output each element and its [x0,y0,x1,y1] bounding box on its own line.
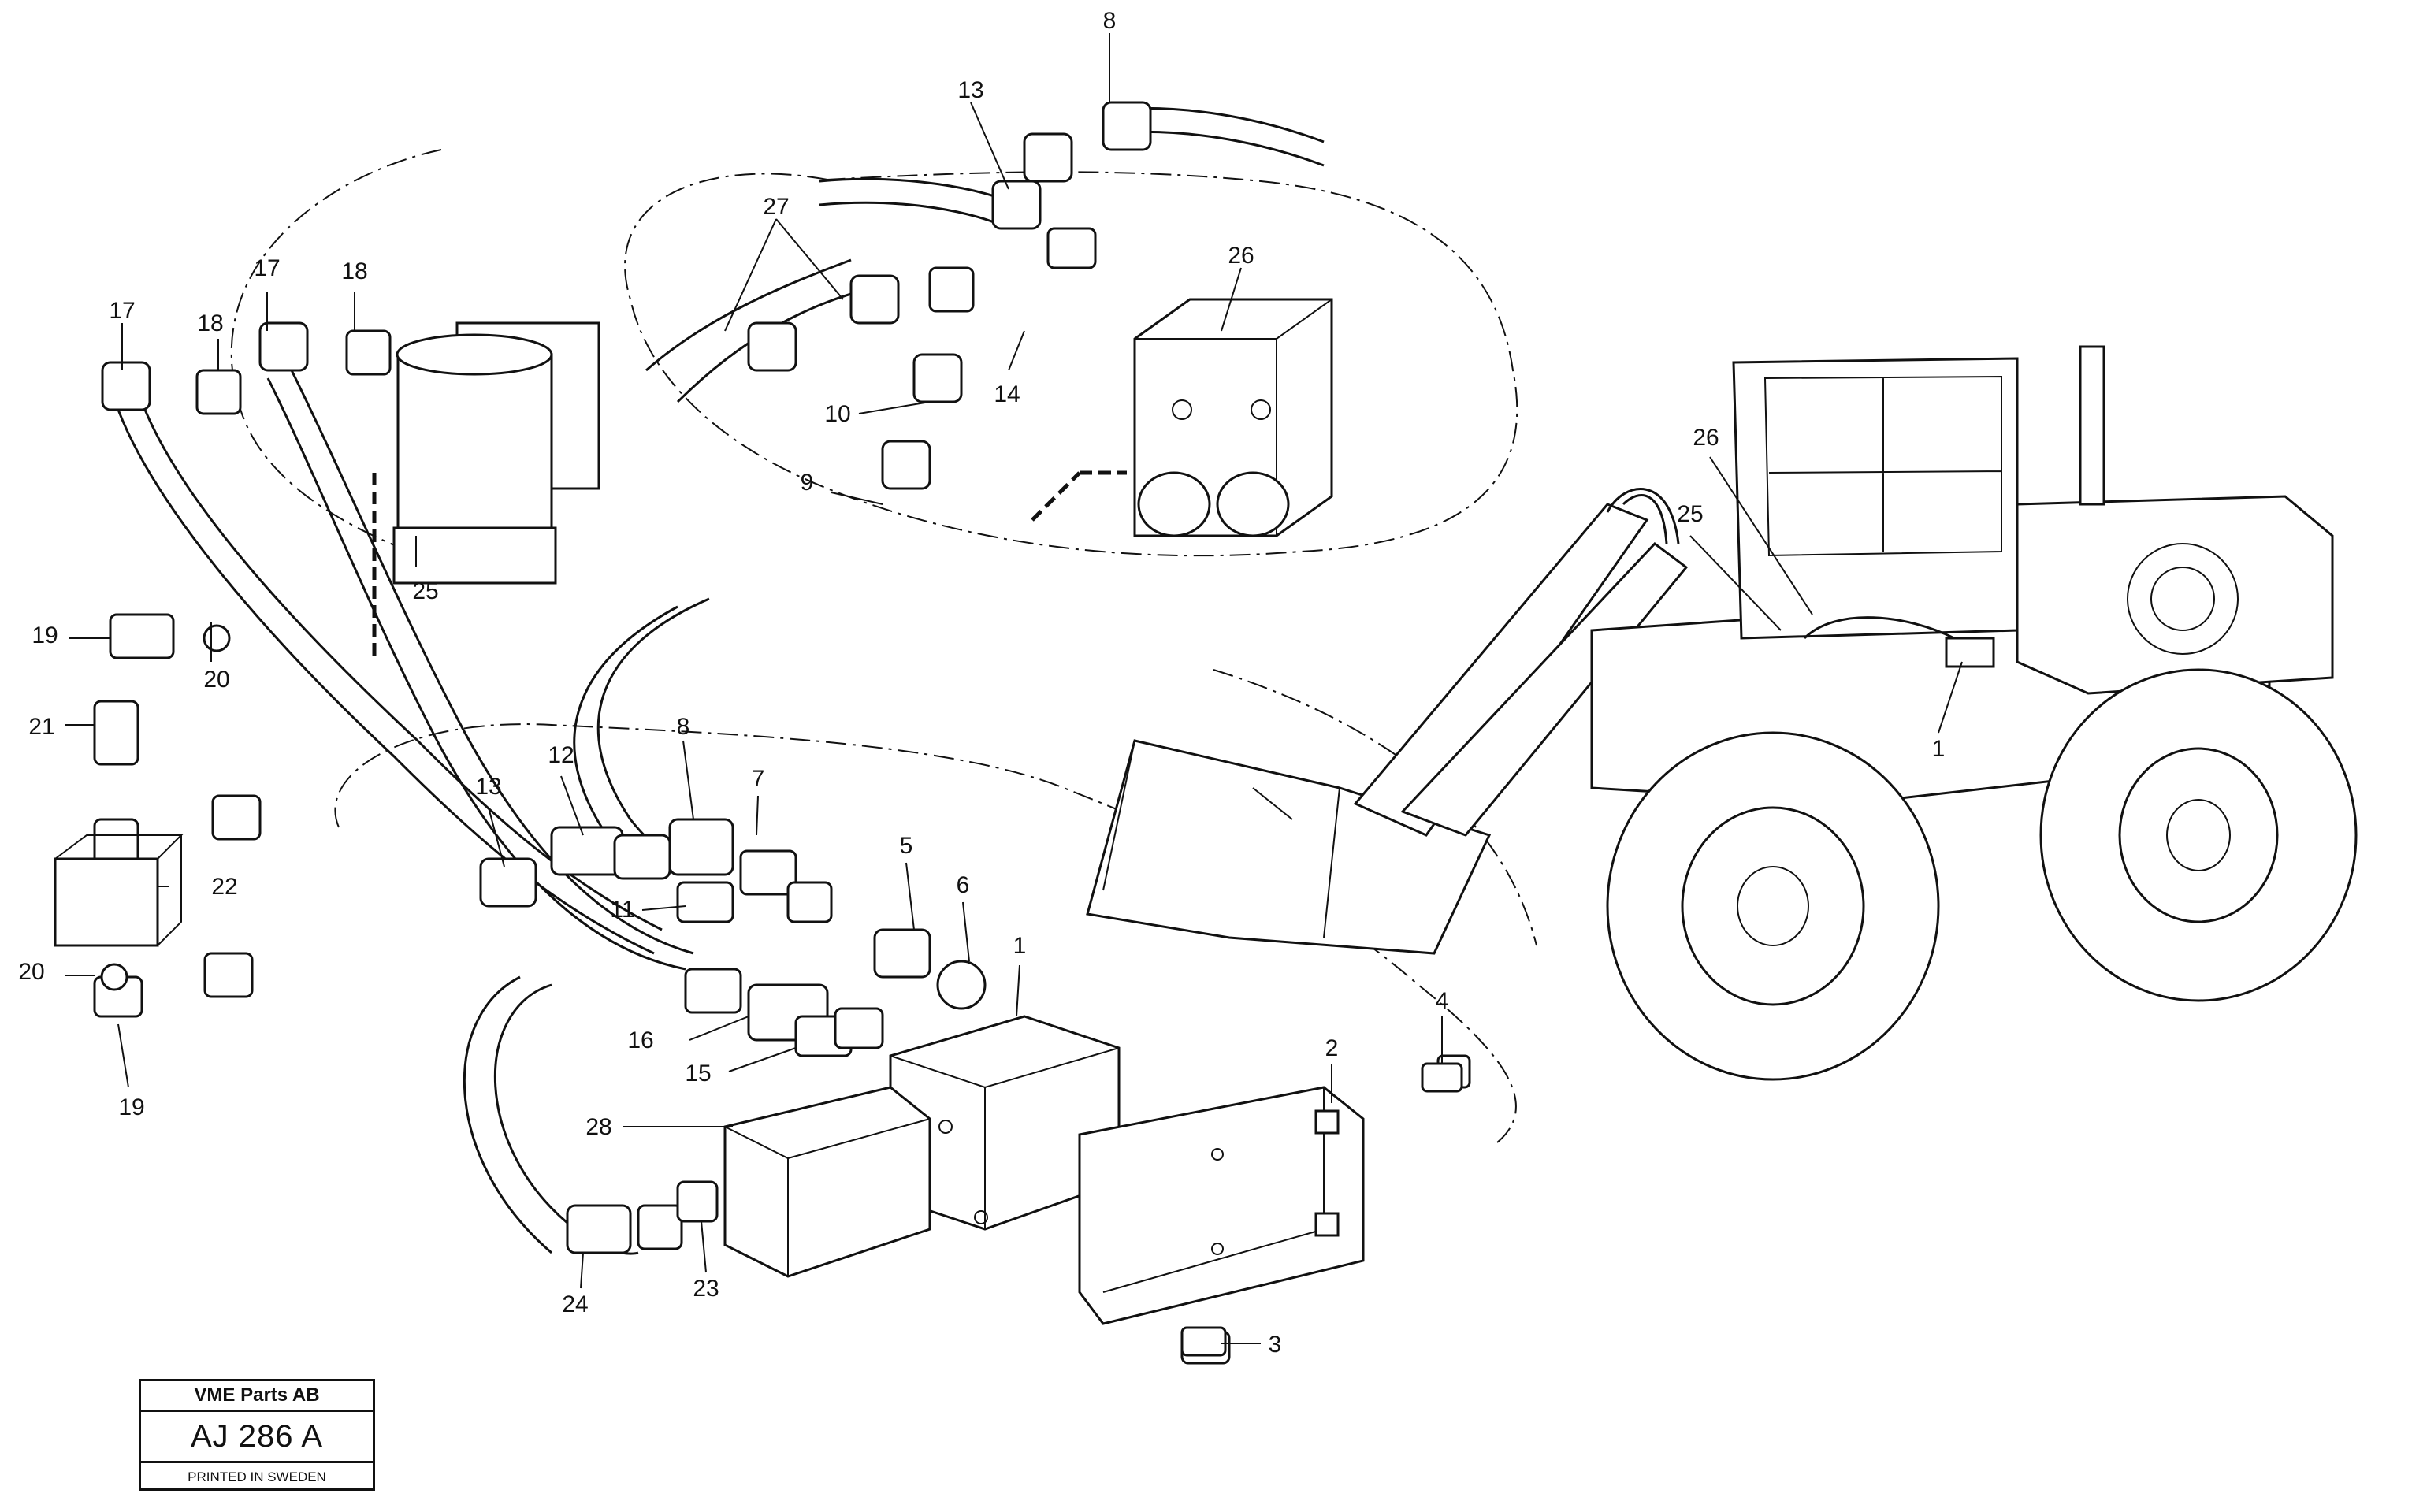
callout-18-right: 18 [341,258,367,284]
loader-cab [1732,357,2019,640]
callout-18-left: 18 [197,310,223,336]
callout-23: 23 [693,1276,719,1302]
callout-20-bottom: 20 [18,959,44,985]
bolt-4 [1421,1062,1463,1093]
callout-28: 28 [585,1114,611,1140]
callout-7: 7 [752,766,765,792]
title-block-company: VME Parts AB [141,1381,373,1412]
title-block: VME Parts AB AJ 286 A PRINTED IN SWEDEN [139,1379,375,1491]
boundary-outline-right [1213,669,1537,946]
front-tire [1606,731,1940,1081]
callout-3: 3 [1269,1332,1282,1358]
callout-16: 16 [627,1027,653,1053]
callout-11: 11 [610,897,634,923]
callout-20-top: 20 [203,667,229,693]
callout-1-housing: 1 [1013,933,1027,959]
callout-6: 6 [957,872,970,898]
title-block-drawing-code: AJ 286 A [141,1412,373,1463]
callout-25-filter: 25 [412,578,438,604]
loader-lift-arm [1353,503,1649,837]
callout-26-block: 26 [1228,243,1254,269]
callout-27: 27 [763,194,789,220]
loader-engine-hood [2016,495,2334,695]
callout-1-machine: 1 [1932,736,1946,762]
hose-left-1 [117,409,655,955]
callout-15: 15 [685,1061,711,1087]
callout-4: 4 [1436,988,1449,1014]
boundary-outline-lower [334,723,1517,1143]
wheel-loader [1086,345,2358,1081]
bracket-2 [1078,1086,1365,1325]
callout-12: 12 [548,742,574,768]
callout-25-machine: 25 [1677,501,1703,527]
filter-25 [392,321,600,585]
callout-17-left: 17 [109,298,135,324]
bolt-3 [1180,1326,1227,1357]
callout-26-machine: 26 [1693,425,1719,451]
callout-14: 14 [994,381,1020,407]
callout-10: 10 [824,401,850,427]
hose-upper [645,258,852,372]
callout-22: 22 [211,874,237,900]
valve-block-26 [1133,298,1333,537]
callout-8-top: 8 [1103,8,1117,34]
valve-on-machine [1945,637,1995,668]
callout-19-top: 19 [32,622,58,648]
callout-19-bottom: 19 [118,1094,144,1120]
callout-8-middle: 8 [677,714,690,740]
callout-13-top: 13 [957,77,983,103]
rear-tire [2039,668,2358,1002]
callout-24: 24 [562,1291,588,1317]
sensor-block-22 [54,857,159,947]
fittings [93,101,1471,1365]
callout-5: 5 [900,833,913,859]
callout-17-right: 17 [254,255,280,281]
valve-housing-1 [723,1015,1121,1278]
callout-9: 9 [801,470,814,496]
exhaust-stack [2079,345,2105,506]
callout-21: 21 [28,714,54,740]
title-block-printed: PRINTED IN SWEDEN [188,1469,326,1484]
leader-lines [65,33,1963,1344]
callout-13-middle: 13 [475,774,501,800]
hose-left-2 [266,377,686,971]
callout-2: 2 [1325,1035,1339,1061]
hose-top [819,177,1017,206]
